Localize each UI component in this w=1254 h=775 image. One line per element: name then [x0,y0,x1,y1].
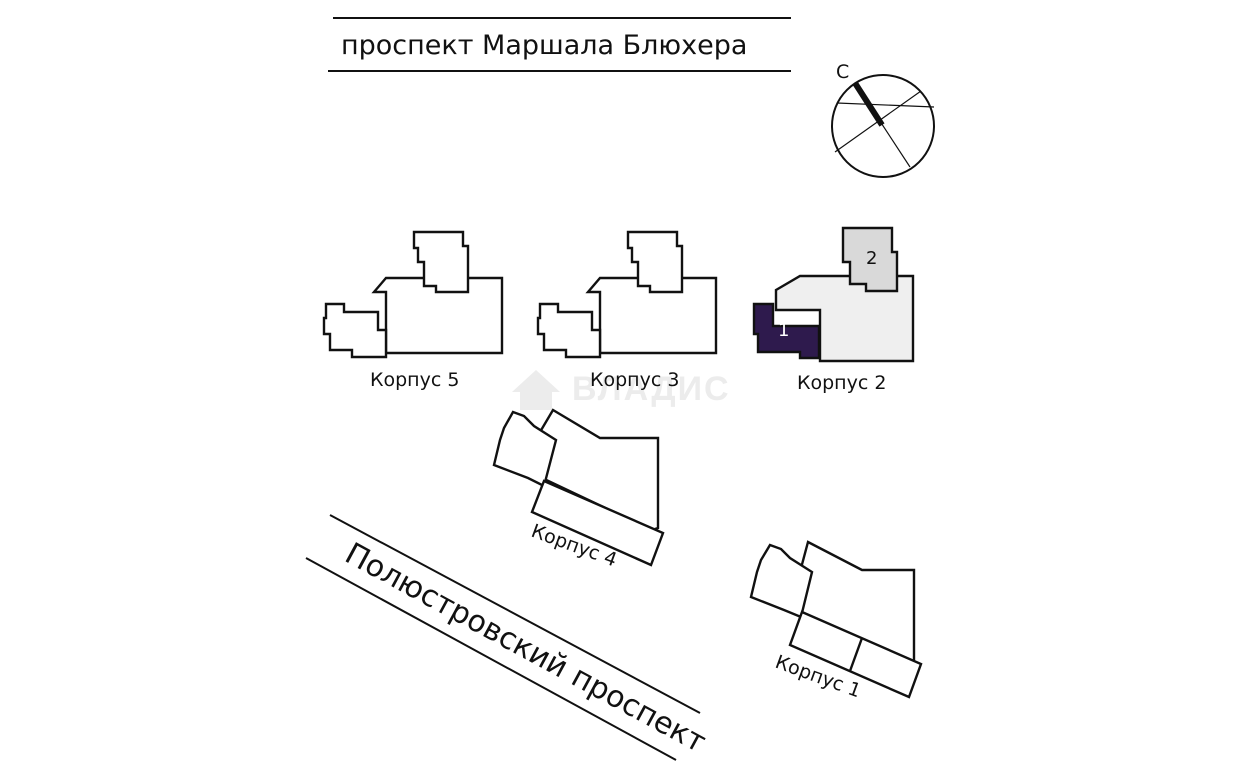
compass-north-label: С [836,61,849,83]
korpus-5-label: Корпус 5 [370,369,459,391]
street-top-label: проспект Маршала Блюхера [341,30,747,61]
korpus-5-tower-upper[interactable] [412,230,470,294]
korpus-5-tower-lower[interactable] [322,302,388,359]
building-korpus-2[interactable]: 2 1 Корпус 2 [752,226,915,394]
building-korpus-3[interactable]: Корпус 3 [536,230,718,391]
korpus-1-wing-divider [848,637,864,672]
street-marshala-blyukhera: проспект Маршала Блюхера [328,17,791,72]
building-korpus-1[interactable]: Корпус 1 [749,540,923,702]
korpus-4-wing[interactable] [530,479,665,567]
korpus-2-main-block[interactable] [774,274,915,363]
korpus-2-section-2[interactable] [841,226,899,293]
korpus-2-section-1-highlighted[interactable] [752,302,821,360]
road-edge-upper [329,514,701,714]
house-logo-icon [512,370,560,410]
korpus-3-tower-upper[interactable] [626,230,684,294]
watermark-text: ВЛАДИС [572,370,731,408]
compass-north-needle [852,81,885,127]
korpus-2-label: Корпус 2 [797,372,886,394]
korpus-3-label: Корпус 3 [590,369,679,391]
korpus-2-section-2-number: 2 [866,248,877,269]
korpus-1-tower[interactable] [749,543,814,619]
korpus-5-main-block[interactable] [371,276,504,355]
watermark: ВЛАДИС [512,370,731,410]
building-korpus-5[interactable]: Корпус 5 [322,230,504,391]
korpus-3-tower-lower[interactable] [536,302,602,359]
korpus-4-tower[interactable] [492,410,558,488]
compass: С [831,61,935,178]
building-korpus-4[interactable]: Корпус 4 [492,408,665,571]
road-edge-lower [305,557,677,761]
compass-axis-ew [836,102,935,108]
street-diagonal-label: Полюстровский проспект [339,536,711,760]
korpus-3-main-block[interactable] [585,276,718,355]
korpus-2-section-1-number: 1 [778,320,789,341]
